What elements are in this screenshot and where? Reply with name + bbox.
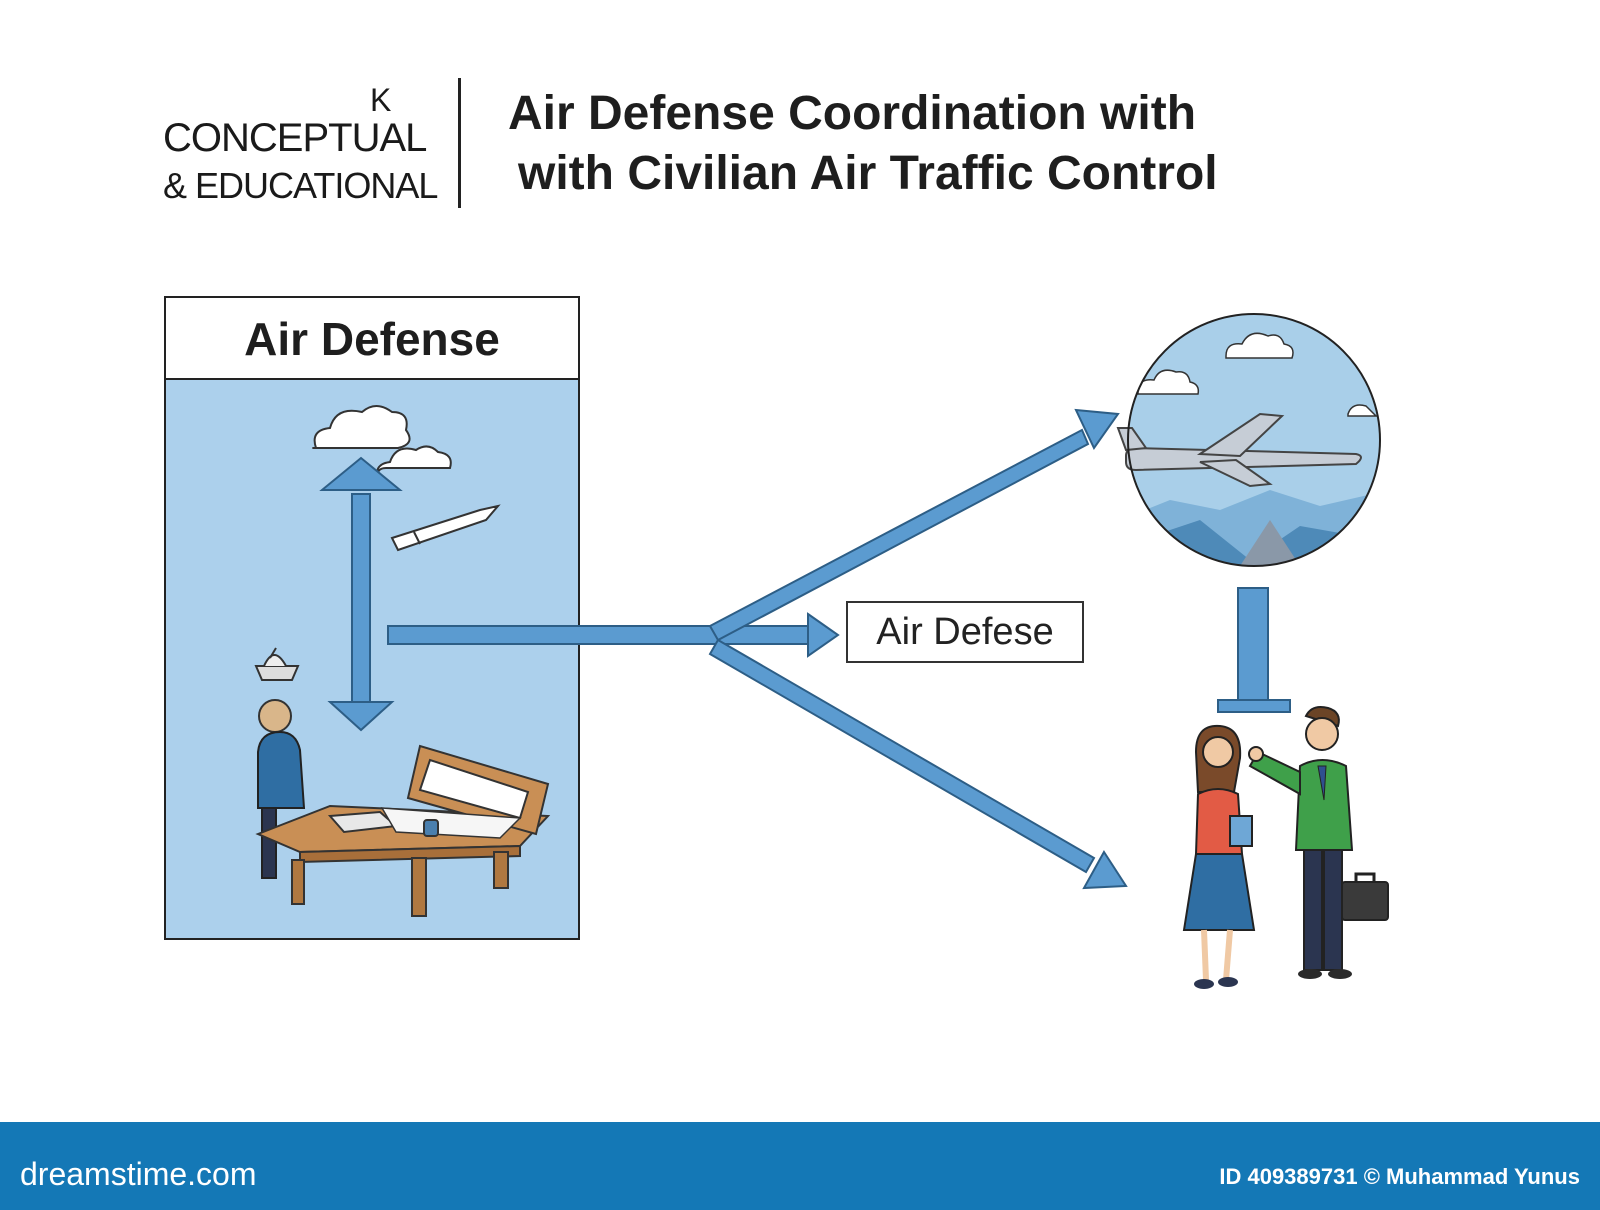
airplane-icon bbox=[1116, 412, 1362, 488]
arrow-to-controllers bbox=[708, 638, 1128, 890]
footer-credit: ID 409389731 © Muhammad Yunus bbox=[1219, 1164, 1580, 1189]
footer-site[interactable]: dreamstime.com bbox=[20, 1156, 257, 1192]
panel-heading: Air Defense bbox=[166, 298, 578, 380]
connector-icon bbox=[1217, 587, 1291, 713]
cloud-icon bbox=[312, 405, 411, 449]
double-arrow-icon bbox=[319, 456, 403, 732]
helmet-icon bbox=[254, 647, 300, 681]
desk-icon bbox=[255, 744, 551, 917]
missile-icon bbox=[390, 504, 501, 552]
diagram-title: Air Defense Coordination with with Civil… bbox=[508, 84, 1218, 204]
middle-label: Air Defese bbox=[846, 601, 1084, 663]
brand-line-2: & EDUCATIONAL bbox=[163, 165, 438, 206]
woman-figure bbox=[1182, 724, 1256, 989]
arrow-to-label bbox=[387, 612, 840, 658]
operator-figure bbox=[257, 699, 306, 879]
man-figure bbox=[1248, 706, 1389, 979]
cloud-icon bbox=[376, 445, 452, 479]
brand-line-1: CONCEPTUAL bbox=[163, 116, 427, 160]
title-line-1: Air Defense Coordination with bbox=[508, 87, 1197, 140]
title-line-2: with Civilian Air Traffic Control bbox=[518, 147, 1218, 200]
aircraft-sky-icon bbox=[1116, 313, 1381, 567]
brand-divider bbox=[458, 78, 461, 208]
arrow-to-aircraft bbox=[708, 408, 1120, 642]
footer-bar bbox=[0, 1122, 1600, 1210]
brand-mark: K bbox=[370, 82, 392, 118]
